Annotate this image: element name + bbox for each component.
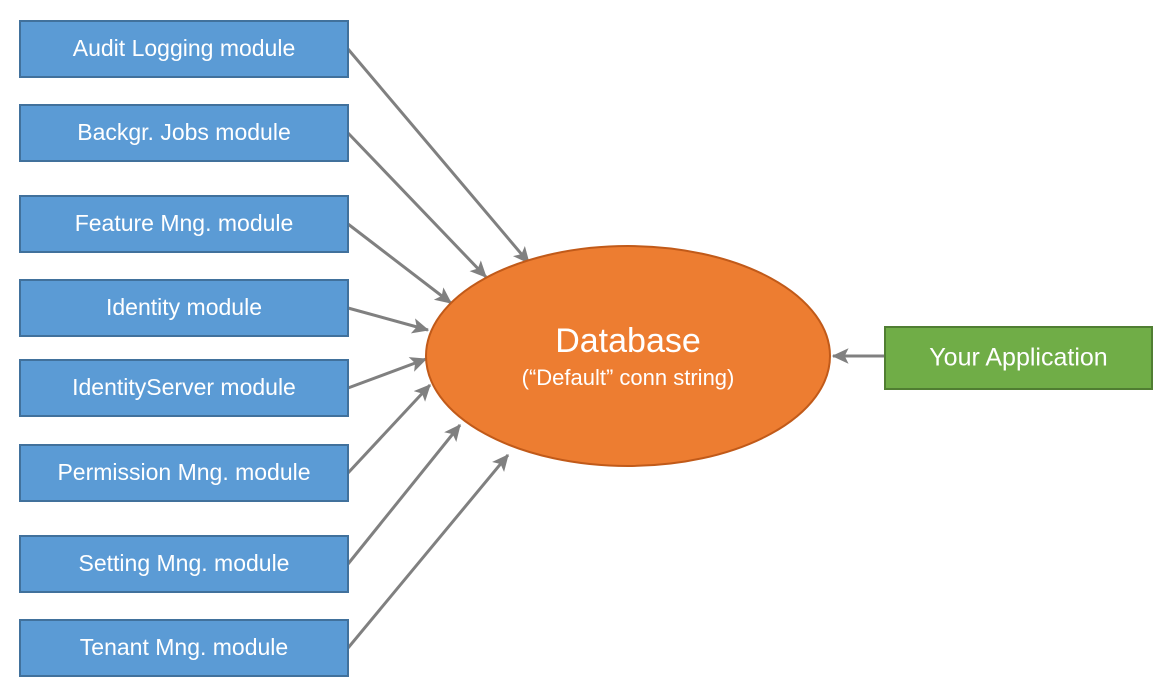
- your-application-box[interactable]: [884, 326, 1153, 390]
- connector-arrow: [346, 424, 462, 565]
- module-box-label: Identity module: [106, 294, 262, 320]
- connector-arrow: [346, 131, 488, 279]
- module-box-label: IdentityServer module: [72, 374, 296, 400]
- connector-arrow: [346, 383, 432, 475]
- module-box[interactable]: Audit Logging module: [19, 20, 349, 78]
- module-box[interactable]: IdentityServer module: [19, 359, 349, 417]
- module-box[interactable]: Tenant Mng. module: [19, 619, 349, 677]
- module-box-rect[interactable]: [19, 279, 349, 337]
- module-box-label: Feature Mng. module: [75, 210, 294, 236]
- your-application-label: Your Application: [929, 344, 1107, 372]
- module-box[interactable]: Identity module: [19, 279, 349, 337]
- database-node[interactable]: Database (“Default” conn string): [425, 245, 831, 467]
- module-box-rect[interactable]: [19, 359, 349, 417]
- connector-arrow: [346, 454, 510, 649]
- connector-arrow: [346, 48, 531, 264]
- module-box[interactable]: Feature Mng. module: [19, 195, 349, 253]
- module-box-label: Permission Mng. module: [57, 459, 310, 485]
- connector-arrow: [347, 306, 430, 334]
- module-box-label: Setting Mng. module: [79, 550, 290, 576]
- module-box-rect[interactable]: [19, 535, 349, 593]
- database-ellipse[interactable]: [425, 245, 831, 467]
- module-box-rect[interactable]: [19, 104, 349, 162]
- database-title: Database: [555, 322, 701, 360]
- module-box-rect[interactable]: [19, 619, 349, 677]
- module-box-rect[interactable]: [19, 444, 349, 502]
- database-subtitle: (“Default” conn string): [522, 365, 735, 390]
- module-box-rect[interactable]: [19, 20, 349, 78]
- module-box-rect[interactable]: [19, 195, 349, 253]
- connector-arrow: [347, 357, 428, 390]
- module-box[interactable]: Permission Mng. module: [19, 444, 349, 502]
- connector-layer: [346, 48, 885, 649]
- module-box[interactable]: Backgr. Jobs module: [19, 104, 349, 162]
- module-box-label: Audit Logging module: [73, 35, 296, 61]
- connector-arrow: [347, 222, 452, 305]
- module-box-label: Backgr. Jobs module: [77, 119, 291, 145]
- module-box-label: Tenant Mng. module: [80, 634, 288, 660]
- application-node[interactable]: Your Application: [884, 326, 1153, 390]
- module-box[interactable]: Setting Mng. module: [19, 535, 349, 593]
